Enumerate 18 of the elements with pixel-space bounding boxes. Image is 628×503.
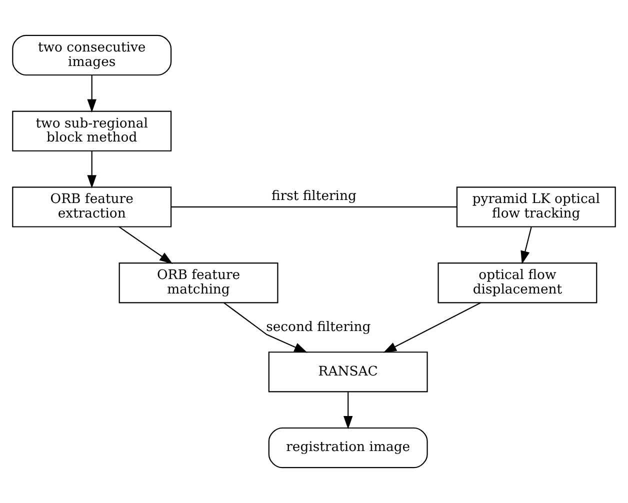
node-box: optical flow displacement	[438, 262, 598, 304]
node-box: pyramid LK optical flow tracking	[456, 186, 616, 228]
arrow	[118, 226, 173, 264]
edge-label: second filtering	[266, 320, 371, 335]
node-box: two sub-regional block method	[12, 110, 172, 152]
arrow	[224, 302, 308, 353]
arrow	[87, 151, 96, 188]
edge-label: first filtering	[272, 188, 356, 204]
arrow	[520, 226, 532, 264]
node-box: registration image	[268, 427, 428, 468]
node-box: two consecutive images	[12, 34, 172, 76]
node-box: RANSAC	[268, 352, 428, 392]
arrow	[383, 302, 481, 353]
node-box: ORB feature matching	[118, 262, 278, 304]
connector	[171, 206, 457, 208]
arrow	[87, 75, 96, 112]
node-box: ORB feature extraction	[12, 186, 172, 228]
arrow	[343, 392, 353, 430]
